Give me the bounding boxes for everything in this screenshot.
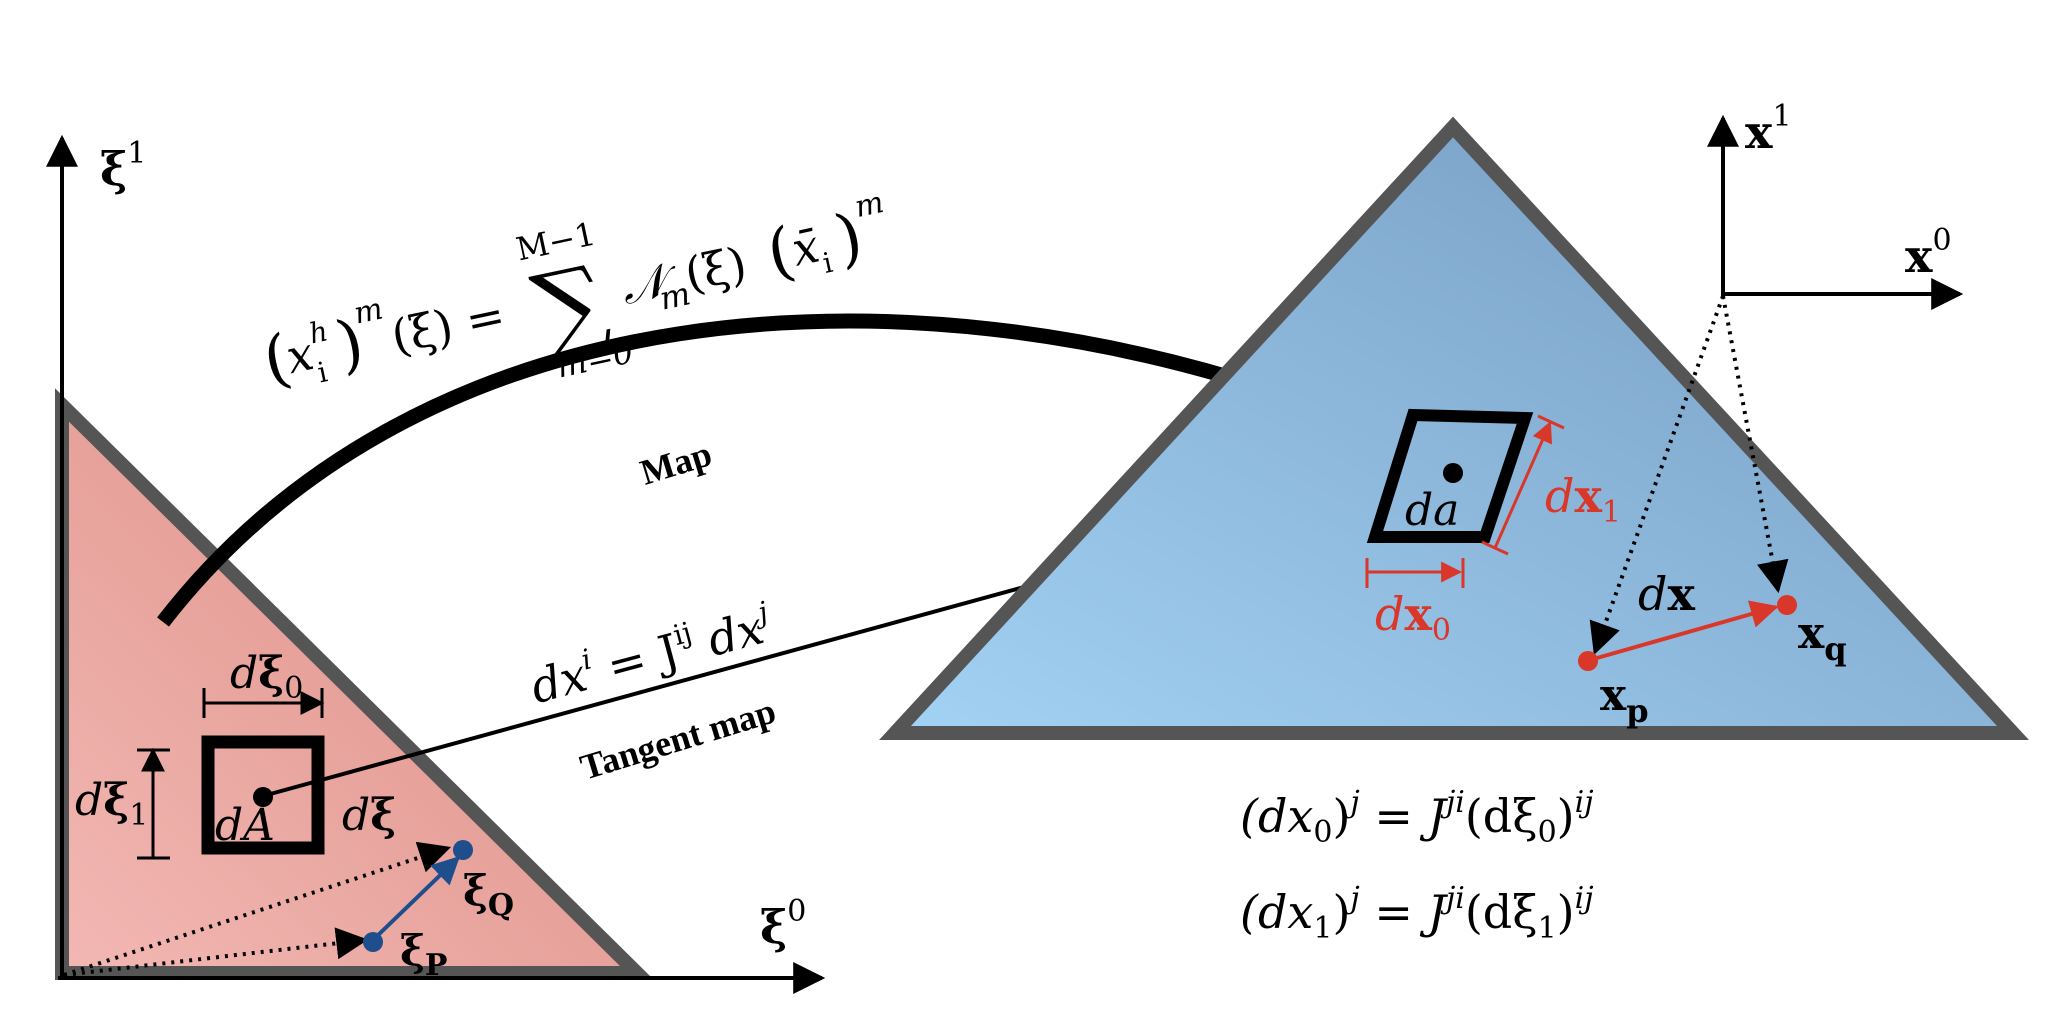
xiQ-point <box>453 840 473 860</box>
xq-point <box>1777 595 1797 615</box>
dxi1-label: dξ1 <box>75 775 148 833</box>
xiP-to-xiQ-vector <box>371 856 461 942</box>
map-arrow <box>157 313 1303 627</box>
svg-text:(ξ) =: (ξ) = <box>387 287 510 364</box>
svg-text:dxi = Jij dxj: dxi = Jij dxj <box>524 595 778 714</box>
svg-text:(ξ): (ξ) <box>680 236 751 302</box>
dx1-tick-top <box>1537 414 1565 430</box>
xi1-axis-label: ξ1 <box>100 136 146 196</box>
physical-triangle <box>879 116 2029 740</box>
da-label: da <box>1405 485 1459 536</box>
xp-point <box>1578 651 1598 671</box>
dx1-tick-bottom <box>1481 540 1509 556</box>
svg-text:i: i <box>315 355 331 389</box>
dxi-vector-label: dξ <box>342 790 396 841</box>
dA-label: dA <box>215 800 275 851</box>
xp-label: xp <box>1600 670 1649 730</box>
dA-center-point <box>253 787 273 807</box>
svg-text:m: m <box>351 291 386 331</box>
tangent-map-equation: dxi = Jij dxj <box>524 595 778 714</box>
reference-area-element <box>201 735 325 855</box>
dx1-dimension <box>1493 421 1552 549</box>
dx1-label: dx1 <box>1545 469 1621 530</box>
x0-axis-label: x0 <box>1905 223 1952 283</box>
tangent-map-label: Tangent map <box>576 690 781 787</box>
xiQ-label: ξQ <box>463 866 514 923</box>
xiP-label: ξP <box>400 926 447 983</box>
map-label: Map <box>636 433 717 492</box>
svg-text:m: m <box>852 185 887 225</box>
xi0-axis-label: ξ0 <box>760 894 806 954</box>
svg-text:i: i <box>820 246 836 280</box>
jacobian-equation-dx1: (dx1)j = Jji(dξ1)ij <box>1240 881 1594 946</box>
x1-axis-label: x1 <box>1745 99 1792 159</box>
origin-to-xp-dotted <box>1589 295 1725 656</box>
map-equation: ( x i h ) m (ξ) = ∑ M−1 m=0 𝒩 m (ξ) ( x̄… <box>257 185 887 399</box>
physical-area-element <box>1366 408 1534 543</box>
dx-vector-label: dx <box>1638 567 1695 621</box>
da-center-point <box>1443 463 1463 483</box>
dxi0-label: dξ0 <box>230 648 303 706</box>
xiP-point <box>363 932 383 952</box>
xp-to-xq-vector <box>1589 600 1779 662</box>
jacobian-equation-dx0: (dx0)j = Jji(dξ0)ij <box>1240 785 1594 850</box>
origin-to-xiP-dotted <box>63 927 369 977</box>
xq-label: xq <box>1798 608 1847 668</box>
dx0-label: dx0 <box>1375 587 1451 648</box>
